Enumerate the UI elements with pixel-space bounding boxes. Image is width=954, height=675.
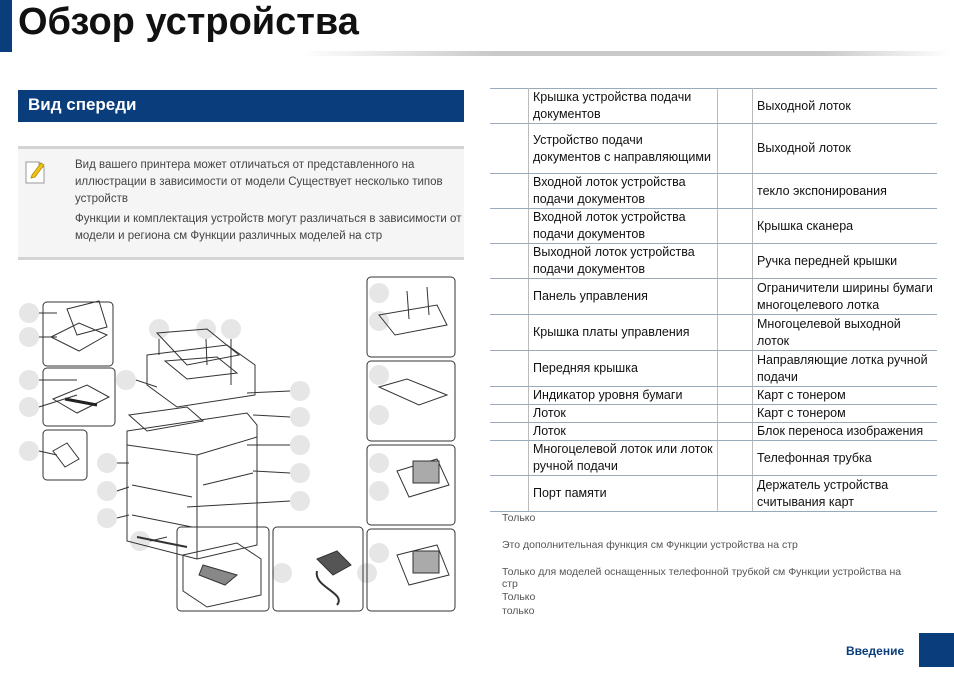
part-left: Входной лоток устройства подачи документ… (528, 173, 718, 209)
part-right: Выходной лоток (752, 123, 937, 174)
table-row: Панель управления Ограничители ширины бу… (490, 278, 937, 315)
table-row: Крышка платы управления Многоцелевой вых… (490, 314, 937, 351)
table-row: Лоток Блок переноса изображения (490, 422, 937, 441)
footer-section-label: Введение (846, 644, 905, 658)
part-right: Выходной лоток (752, 88, 937, 124)
part-left: Выходной лоток устройства подачи докумен… (528, 243, 718, 279)
footnote-1: Только (502, 512, 536, 524)
part-right: Блок переноса изображения (752, 422, 937, 441)
table-row: Выходной лоток устройства подачи докумен… (490, 243, 937, 279)
note-text-2: Функции и комплектация устройств могут р… (75, 213, 462, 242)
table-row: Входной лоток устройства подачи документ… (490, 208, 937, 244)
title-divider (300, 51, 950, 56)
part-right: Ручка передней крышки (752, 243, 937, 279)
part-left: Входной лоток устройства подачи документ… (528, 208, 718, 244)
page-title: Обзор устройства (18, 1, 359, 43)
note-box: Вид вашего принтера может отличаться от … (18, 146, 464, 260)
printer-front-illustration (19, 276, 456, 612)
table-row: Передняя крышка Направляющие лотка ручно… (490, 350, 937, 387)
part-right: Держатель устройства считывания карт (752, 475, 937, 512)
part-left: Лоток (528, 404, 718, 423)
part-right: Направляющие лотка ручной подачи (752, 350, 937, 387)
part-right: Телефонная трубка (752, 440, 937, 476)
page-number-box (919, 633, 954, 667)
part-right: Карт с тонером (752, 404, 937, 423)
table-row: Крышка устройства подачи документов Выхо… (490, 88, 937, 124)
table-row: Входной лоток устройства подачи документ… (490, 173, 937, 209)
note-text-1: Вид вашего принтера может отличаться от … (75, 159, 443, 205)
footnote-3: Только для моделей оснащенных телефонной… (502, 566, 902, 590)
table-row: Порт памяти Держатель устройства считыва… (490, 475, 937, 512)
footnote-2: Это дополнительная функция см Функции ус… (502, 539, 798, 551)
part-right: текло экспонирования (752, 173, 937, 209)
part-right: Крышка сканера (752, 208, 937, 244)
table-row: Устройство подачи документов с направляю… (490, 123, 937, 174)
part-left: Панель управления (528, 278, 718, 315)
note-pencil-icon (25, 161, 45, 184)
table-row: Лоток Карт с тонером (490, 404, 937, 423)
table-row: Индикатор уровня бумаги Карт с тонером (490, 386, 937, 405)
footnote-4: Только (502, 591, 536, 603)
part-right: Карт с тонером (752, 386, 937, 405)
parts-table: Крышка устройства подачи документов Выхо… (490, 88, 937, 512)
part-left: Индикатор уровня бумаги (528, 386, 718, 405)
part-left: Порт памяти (528, 475, 718, 512)
section-heading: Вид спереди (18, 90, 464, 122)
part-left: Передняя крышка (528, 350, 718, 387)
part-left: Многоцелевой лоток или лоток ручной пода… (528, 440, 718, 476)
part-right: Многоцелевой выходной лоток (752, 314, 937, 351)
part-left: Крышка устройства подачи документов (528, 88, 718, 124)
table-row: Многоцелевой лоток или лоток ручной пода… (490, 440, 937, 476)
part-left: Лоток (528, 422, 718, 441)
footnote-5: только (502, 605, 535, 617)
part-left: Устройство подачи документов с направляю… (528, 123, 718, 174)
part-right: Ограничители ширины бумаги многоцелевого… (752, 278, 937, 315)
part-left: Крышка платы управления (528, 314, 718, 351)
title-accent-bar (0, 0, 12, 52)
